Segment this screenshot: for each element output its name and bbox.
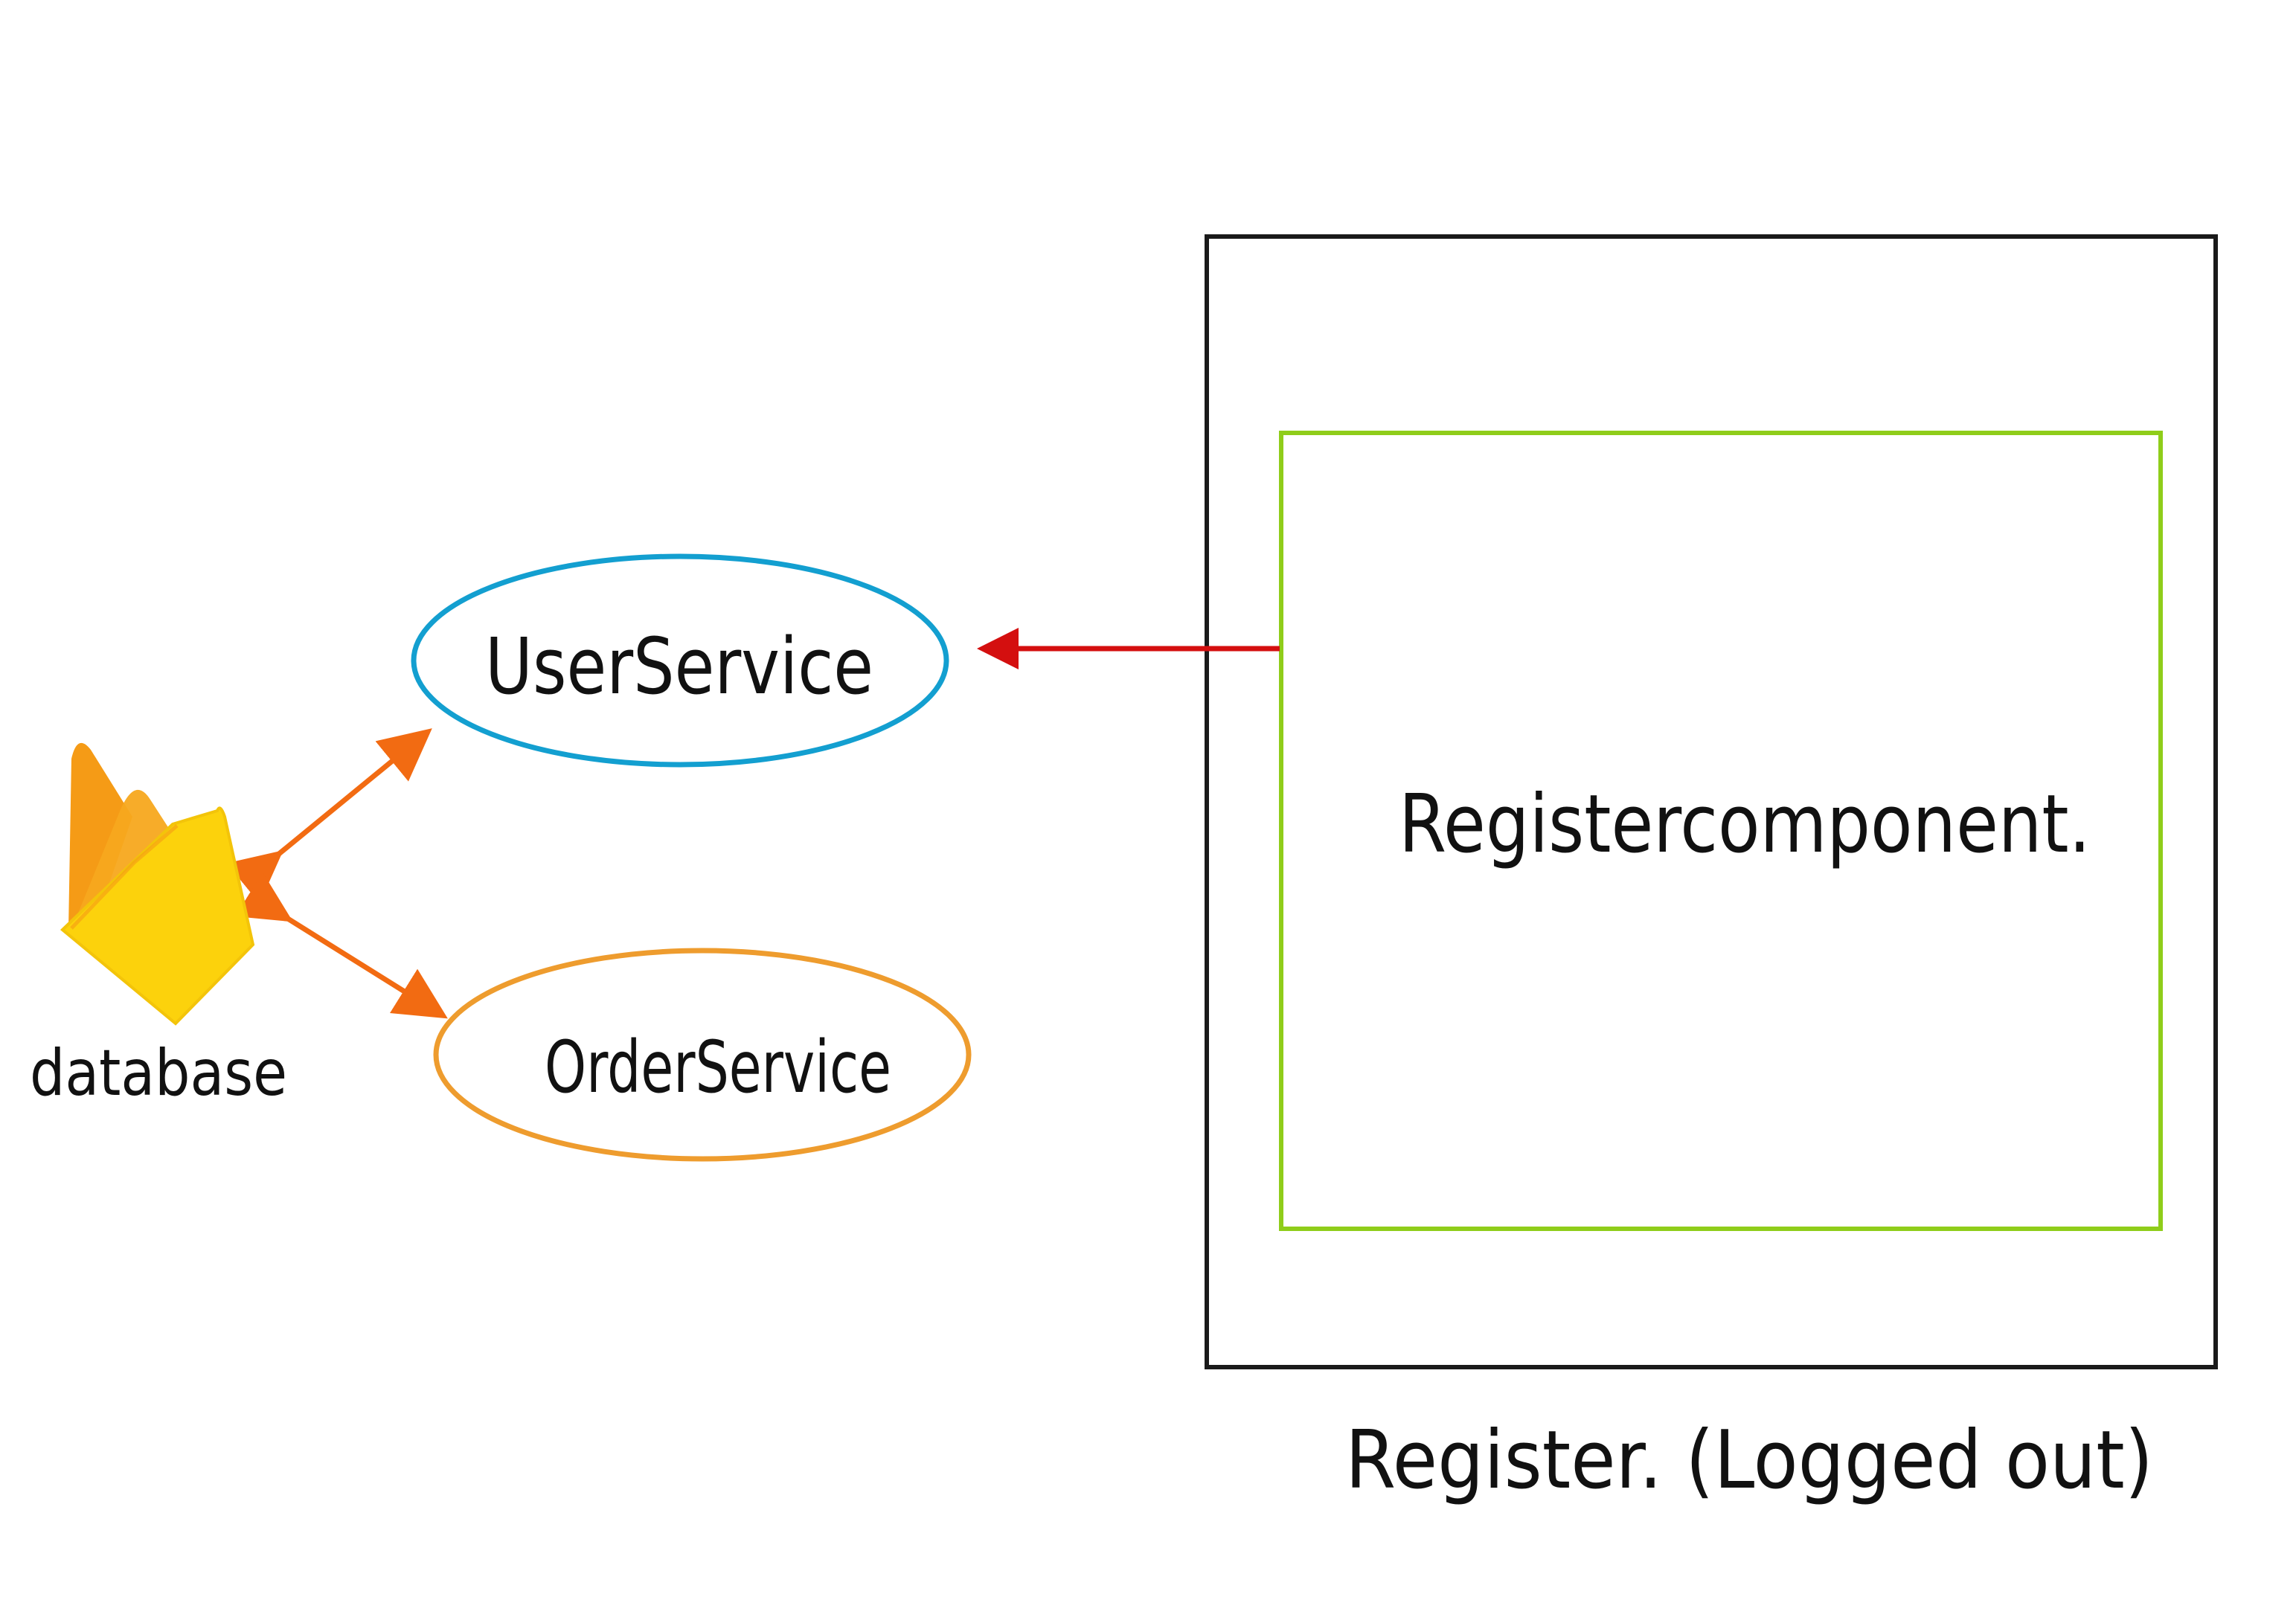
order-service-node [433, 948, 972, 1162]
database-label: database [30, 1036, 287, 1111]
order-service-label: OrderService [545, 1026, 891, 1109]
register-component-label: Registercomponent. [1399, 778, 2091, 871]
user-service-node [411, 553, 949, 768]
firebase-flame-icon [60, 742, 255, 1026]
database-user-service-arrow [226, 728, 432, 904]
user-service-label: UserService [485, 621, 873, 712]
database-order-service-arrow [234, 872, 448, 1019]
register-component-frame [1279, 431, 2163, 1231]
register-page-frame [1205, 234, 2218, 1369]
register-page-label: Register. (Logged out) [1345, 1414, 2153, 1507]
